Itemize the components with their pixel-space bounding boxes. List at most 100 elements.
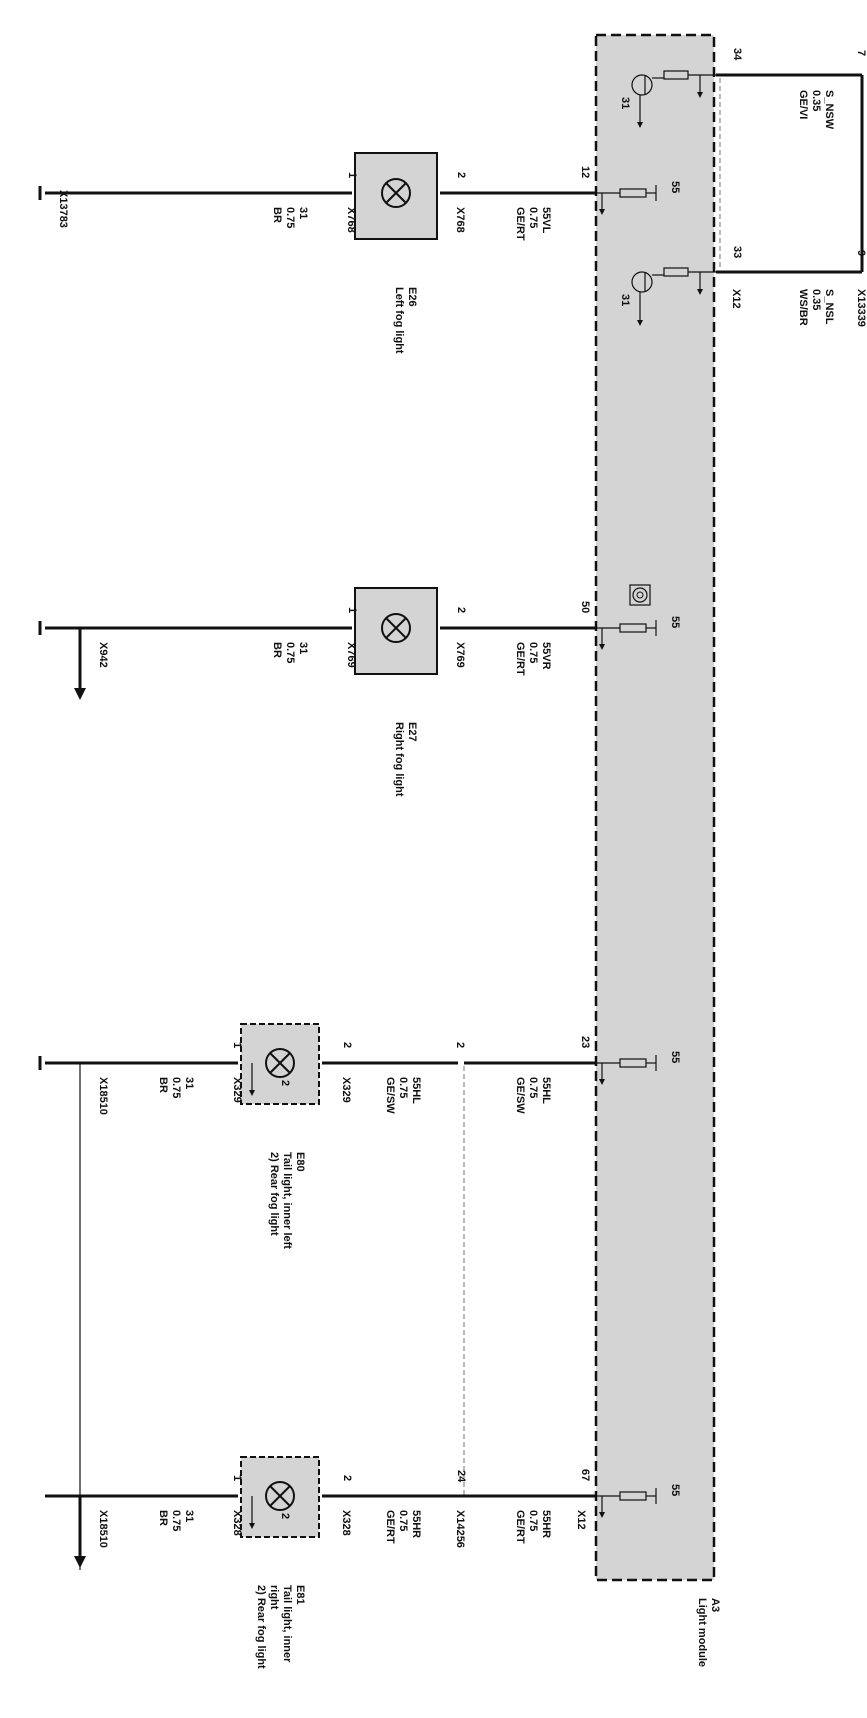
- e81-name-line2: right: [268, 1585, 280, 1610]
- fuse-label-0: 55: [669, 181, 681, 193]
- e81-code: E81: [294, 1585, 306, 1605]
- e27-signal: 55VR: [540, 642, 552, 670]
- e81-pin2: 2: [341, 1475, 353, 1481]
- e26-color: GE/RT: [514, 207, 526, 241]
- e81-ground-arrow-icon: [74, 1556, 86, 1568]
- pin-34: 34: [731, 48, 743, 61]
- module-name: Light module: [696, 1598, 708, 1667]
- module-pin-50: 50: [579, 601, 591, 613]
- size-s-nsl: 0.35: [810, 289, 822, 310]
- e26-name: Left fog light: [393, 287, 405, 354]
- e26-ground-size: 0.75: [284, 207, 296, 228]
- e81-ground-conn: X18510: [97, 1510, 109, 1548]
- transistor-nsw: [631, 70, 716, 128]
- e27-ground-size: 0.75: [284, 642, 296, 663]
- e27-name: Right fog light: [393, 722, 405, 797]
- e81-name-line1: Tail light, inner: [281, 1585, 293, 1663]
- e81-size-a: 0.75: [397, 1510, 409, 1531]
- e26-ground-color: BR: [271, 207, 283, 223]
- e27-size: 0.75: [527, 642, 539, 663]
- e26-signal: 55VL: [540, 207, 552, 234]
- transistor-nsl: [631, 267, 716, 326]
- e26-conn-left: X768: [345, 207, 357, 233]
- module-pin-67: 67: [579, 1469, 591, 1481]
- e81-inner-2: 2: [279, 1513, 291, 1519]
- e26-conn-right: X768: [454, 207, 466, 233]
- pin-7: 7: [855, 50, 867, 56]
- module-code: A3: [709, 1598, 721, 1612]
- lamp-row-e81: [45, 1456, 596, 1568]
- e81-signal-a: 55HR: [410, 1510, 422, 1538]
- e80-signal-b: 55HL: [540, 1077, 552, 1104]
- module-connector-x12-bottom: X12: [575, 1510, 587, 1530]
- e80-ground-size: 0.75: [170, 1077, 182, 1098]
- e80-inner-2: 2: [279, 1080, 291, 1086]
- lamp-row-e80: [38, 1023, 596, 1570]
- e80-signal-a: 55HL: [410, 1077, 422, 1104]
- module-connector-x12-top: X12: [730, 289, 742, 309]
- e26-code: E26: [406, 287, 418, 307]
- e81-signal-b: 55HR: [540, 1510, 552, 1538]
- e81-conn-left: X328: [231, 1510, 243, 1536]
- module-symbol-icon: [629, 584, 651, 606]
- e81-ground: 31: [183, 1510, 195, 1522]
- module-pin-12: 12: [579, 166, 591, 178]
- lamp-e26-bulb-icon: [381, 178, 411, 208]
- e27-ground-arrow-icon: [74, 688, 86, 700]
- fuse-label-1: 55: [669, 616, 681, 628]
- transistor1-ground-label: 31: [619, 97, 631, 109]
- e80-code: E80: [294, 1152, 306, 1172]
- e81-name-line3: 2) Rear fog light: [255, 1585, 267, 1669]
- e80-ground-color: BR: [157, 1077, 169, 1093]
- lamp-e80-bulb-icon: [265, 1048, 295, 1078]
- pin-33: 33: [731, 246, 743, 258]
- e81-color-a: GE/RT: [384, 1510, 396, 1544]
- e26-size: 0.75: [527, 207, 539, 228]
- e27-conn-left: X769: [345, 642, 357, 668]
- e27-ground-color: BR: [271, 642, 283, 658]
- lamp-e27-bulb-icon: [381, 613, 411, 643]
- lamp-row-e26: [38, 152, 596, 240]
- e80-size-b: 0.75: [527, 1077, 539, 1098]
- e80-ground: 31: [183, 1077, 195, 1089]
- fuse-label-2: 55: [669, 1051, 681, 1063]
- e81-ground-color: BR: [157, 1510, 169, 1526]
- e80-conn-left: X329: [231, 1077, 243, 1103]
- e81-pin1: 1: [231, 1475, 243, 1481]
- light-module-body: [594, 33, 716, 1582]
- e81-mid-conn: X14256: [454, 1510, 466, 1548]
- e27-ground: 31: [297, 642, 309, 654]
- output-driver-3: [596, 1488, 657, 1518]
- lamp-row-e27: [38, 587, 596, 700]
- e81-mid-pin: 24: [455, 1470, 467, 1483]
- lamp-e81-bulb-icon: [265, 1481, 295, 1511]
- e80-ground-conn: X18510: [97, 1077, 109, 1115]
- e26-ground-conn: X13783: [57, 190, 69, 228]
- size-s-nsw: 0.35: [810, 90, 822, 111]
- e27-pin2: 2: [455, 607, 467, 613]
- e26-pin2: 2: [455, 172, 467, 178]
- e27-color: GE/RT: [514, 642, 526, 676]
- signal-s-nsl: S_NSL: [823, 289, 835, 325]
- e80-name-line1: Tail light, inner left: [281, 1152, 293, 1249]
- e80-pin2: 2: [341, 1042, 353, 1048]
- e26-ground: 31: [297, 207, 309, 219]
- e80-color-b: GE/SW: [514, 1077, 526, 1114]
- e27-code: E27: [406, 722, 418, 742]
- output-driver-2: [596, 1055, 657, 1085]
- e80-conn-right: X329: [340, 1077, 352, 1103]
- output-driver-0: [596, 185, 657, 215]
- e80-size-a: 0.75: [397, 1077, 409, 1098]
- fuse-label-3: 55: [669, 1484, 681, 1496]
- module-pin-23: 23: [579, 1036, 591, 1048]
- transistor2-ground-label: 31: [619, 294, 631, 306]
- output-driver-1: [596, 620, 657, 650]
- e27-ground-conn: X942: [97, 642, 109, 668]
- e26-pin1: 1: [346, 172, 358, 178]
- color-s-nsl: WS/BR: [797, 289, 809, 326]
- e80-pin1: 1: [231, 1042, 243, 1048]
- signal-s-nsw: S_NSW: [823, 90, 835, 130]
- connector-x13339: X13339: [855, 289, 867, 327]
- color-s-nsw: GE/VI: [797, 90, 809, 119]
